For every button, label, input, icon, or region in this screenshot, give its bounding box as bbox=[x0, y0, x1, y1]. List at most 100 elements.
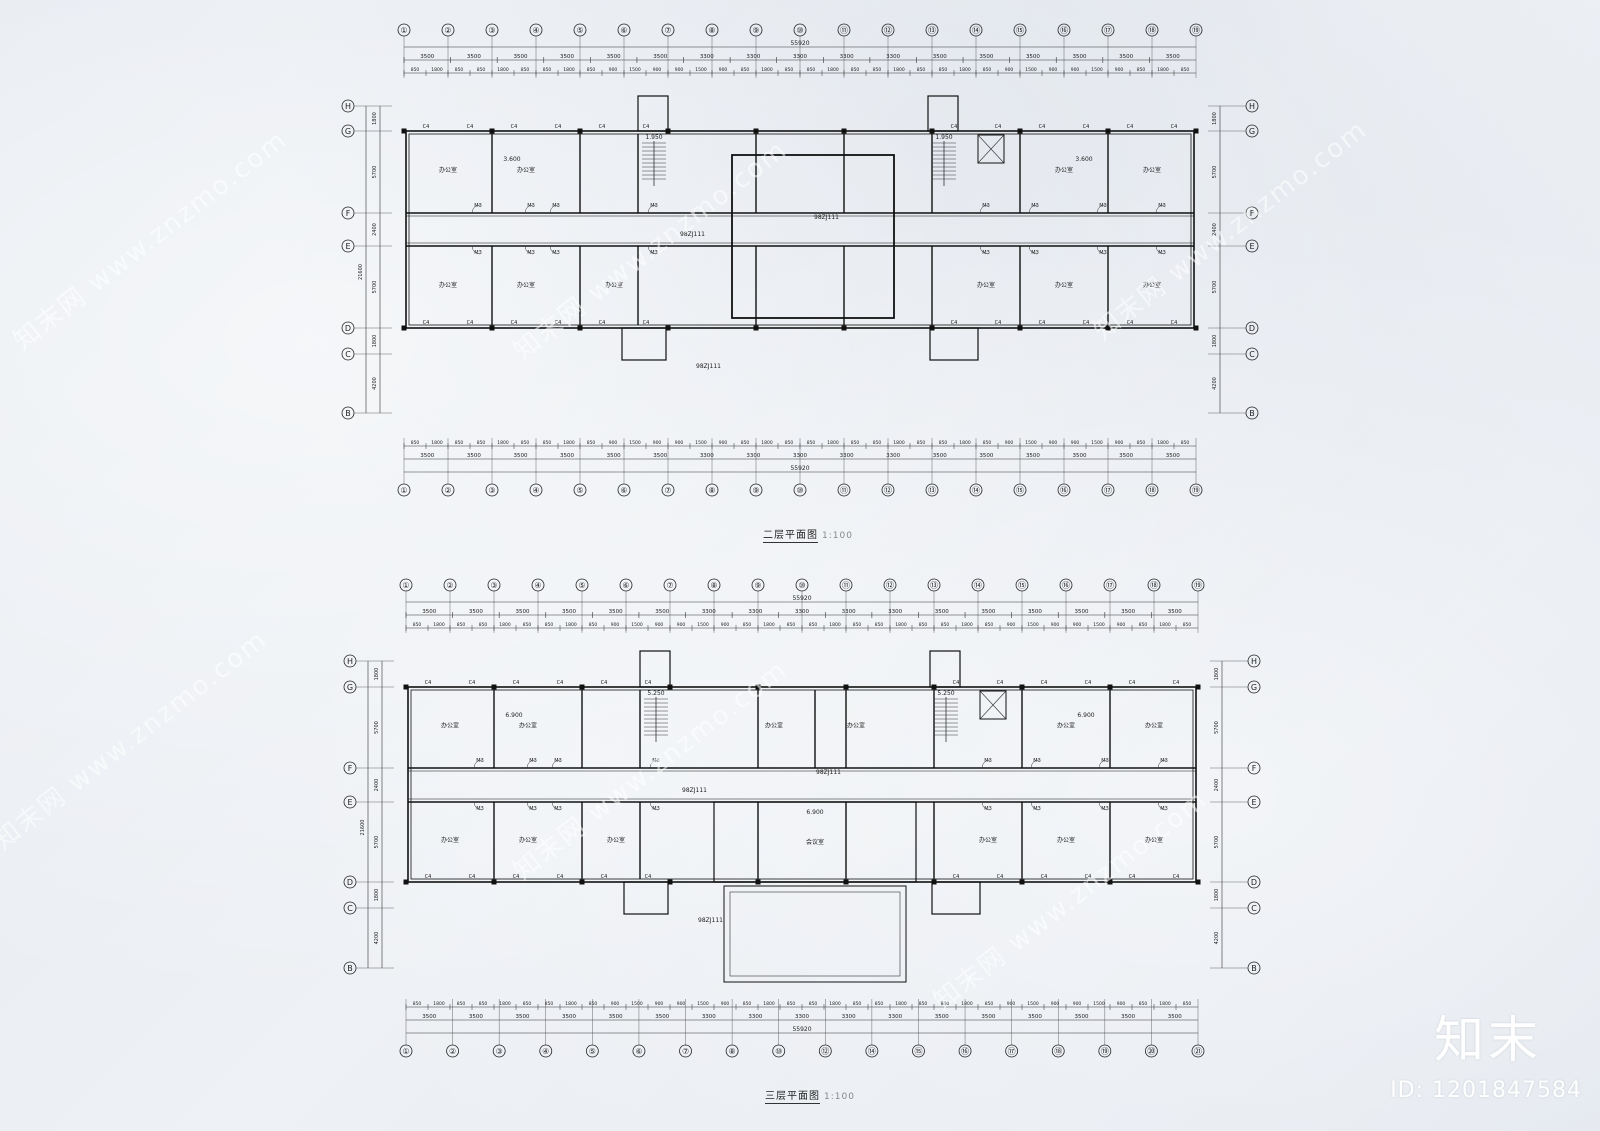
axis-bottom-6: ⑥ bbox=[632, 1044, 646, 1058]
door-label-north-1: M3 bbox=[474, 203, 482, 209]
dim-major-bottom-9: 3300 bbox=[795, 1014, 809, 1020]
axis-left-F: F bbox=[343, 761, 357, 775]
dim-minor-bottom-10: 900 bbox=[611, 1001, 620, 1007]
dim-minor-bottom-22: 850 bbox=[873, 440, 882, 446]
dim-minor-bottom-8: 1800 bbox=[565, 1001, 577, 1007]
door-label-north-6: M3 bbox=[1033, 758, 1041, 764]
building-outline-inner bbox=[410, 689, 1194, 880]
axis-right-C-label: C bbox=[1251, 904, 1257, 913]
plan-scale-floor3: 1:100 bbox=[824, 1092, 855, 1102]
column bbox=[1107, 879, 1113, 885]
column bbox=[843, 879, 849, 885]
dim-total-top: 55920 bbox=[792, 595, 811, 602]
axis-right-F: F bbox=[1247, 761, 1261, 775]
axis-bottom-10: ⑩ bbox=[793, 483, 807, 497]
axis-bottom-3-circle bbox=[485, 483, 499, 497]
dim-minor-top-14: 1500 bbox=[697, 622, 709, 628]
axis-bottom-11-label: ⑪ bbox=[840, 486, 848, 495]
dim-minor-bottom-26: 1800 bbox=[959, 440, 971, 446]
axis-right-G-label: G bbox=[1249, 127, 1255, 136]
dim-major-top-7: 3300 bbox=[702, 609, 716, 615]
protrusion-left bbox=[623, 881, 669, 915]
axis-top-2: ② bbox=[441, 23, 455, 37]
room-label-office-1: 办公室 bbox=[439, 166, 457, 174]
window-label-north-2: C4 bbox=[467, 124, 474, 130]
window-label-south-2: C4 bbox=[467, 320, 474, 326]
dim-minor-bottom-26: 1800 bbox=[961, 1001, 973, 1007]
dim-minor-bottom-12: 900 bbox=[653, 440, 662, 446]
door-swing bbox=[471, 204, 481, 214]
window-label-north-13: C4 bbox=[953, 680, 960, 686]
axis-left-C-label: C bbox=[345, 350, 351, 359]
axis-bottom-6: ⑥ bbox=[617, 483, 631, 497]
axis-bottom-7: ⑦ bbox=[661, 483, 675, 497]
dim-minor-bottom-19: 850 bbox=[809, 1001, 818, 1007]
axis-bottom-7-circle bbox=[679, 1044, 692, 1058]
axis-bottom-7-circle bbox=[661, 483, 675, 497]
door-swing bbox=[526, 759, 536, 769]
door-swing bbox=[647, 245, 657, 255]
axis-top-17: ⑰ bbox=[1101, 23, 1115, 37]
axis-bottom-1-label: ① bbox=[400, 486, 407, 495]
column bbox=[1193, 325, 1199, 331]
dim-minor-bottom-5: 1800 bbox=[497, 440, 509, 446]
axis-left-H-label: H bbox=[345, 102, 351, 111]
dim-major-bottom-4: 3500 bbox=[560, 453, 574, 459]
window-label-south-18: C4 bbox=[1171, 320, 1178, 326]
dim-minor-bottom-24: 850 bbox=[917, 440, 926, 446]
dim-minor-bottom-22: 850 bbox=[875, 1001, 884, 1007]
dim-major-top-13: 3500 bbox=[979, 54, 993, 60]
dim-major-bottom-1: 3500 bbox=[422, 1014, 436, 1020]
dim-minor-top-4: 850 bbox=[479, 622, 488, 628]
axis-bottom-19-circle bbox=[1189, 483, 1203, 497]
door-swing bbox=[551, 759, 561, 769]
door-label-north-2: M3 bbox=[527, 203, 535, 209]
axis-bottom-5-label: ⑤ bbox=[589, 1047, 596, 1056]
side-dim-left-4: 5700 bbox=[374, 836, 380, 849]
axis-top-5: ⑤ bbox=[573, 23, 587, 37]
dim-minor-top-10: 900 bbox=[611, 622, 620, 628]
axis-top-1: ① bbox=[399, 578, 413, 592]
dim-major-bottom-17: 3500 bbox=[1168, 1014, 1182, 1020]
axis-right-E: E bbox=[1247, 795, 1261, 809]
axis-bottom-17-label: ⑰ bbox=[1104, 486, 1112, 495]
dim-minor-bottom-15: 900 bbox=[721, 1001, 730, 1007]
dim-minor-bottom-24: 850 bbox=[919, 1001, 928, 1007]
dim-major-bottom-1: 3500 bbox=[420, 453, 434, 459]
room-label-office-5: 办公室 bbox=[441, 836, 459, 844]
side-dim-right-6: 4200 bbox=[1214, 932, 1220, 945]
column bbox=[753, 325, 759, 331]
side-dim-left-6: 4200 bbox=[372, 377, 378, 390]
axis-top-15: ⑮ bbox=[1013, 23, 1027, 37]
dim-major-top-6: 3500 bbox=[655, 609, 669, 615]
axis-right-D: D bbox=[1247, 875, 1261, 889]
dim-major-top-10: 3300 bbox=[842, 609, 856, 615]
side-dim-left-1: 1800 bbox=[374, 668, 380, 681]
room-label-office-6: 办公室 bbox=[519, 836, 537, 844]
door-swing bbox=[979, 204, 989, 214]
door-label-south-8: M3 bbox=[1158, 250, 1166, 256]
side-dim-left-2: 5700 bbox=[374, 721, 380, 734]
axis-top-8: ⑧ bbox=[705, 23, 719, 37]
dim-major-top-16: 3500 bbox=[1119, 54, 1133, 60]
door-label-north-5: M3 bbox=[984, 758, 992, 764]
dim-minor-top-12: 900 bbox=[653, 67, 662, 73]
column bbox=[579, 879, 585, 885]
axis-top-8: ⑧ bbox=[707, 578, 721, 592]
dim-minor-bottom-16: 850 bbox=[743, 1001, 752, 1007]
axis-top-13: ⑬ bbox=[925, 23, 939, 37]
dim-minor-bottom-17: 1800 bbox=[763, 1001, 775, 1007]
dim-minor-top-5: 1800 bbox=[499, 622, 511, 628]
dim-minor-top-32: 1500 bbox=[1093, 622, 1105, 628]
axis-top-19: ⑲ bbox=[1189, 23, 1203, 37]
axis-top-17-label: ⑰ bbox=[1106, 581, 1114, 590]
axis-top-14: ⑭ bbox=[971, 578, 985, 592]
axis-top-16: ⑯ bbox=[1057, 23, 1071, 37]
axis-bottom-8: ⑧ bbox=[705, 483, 719, 497]
axis-left-D: D bbox=[341, 321, 355, 335]
axis-right-B: B bbox=[1245, 406, 1259, 420]
axis-bottom-5-circle bbox=[573, 483, 587, 497]
protrusion-left bbox=[621, 327, 667, 361]
